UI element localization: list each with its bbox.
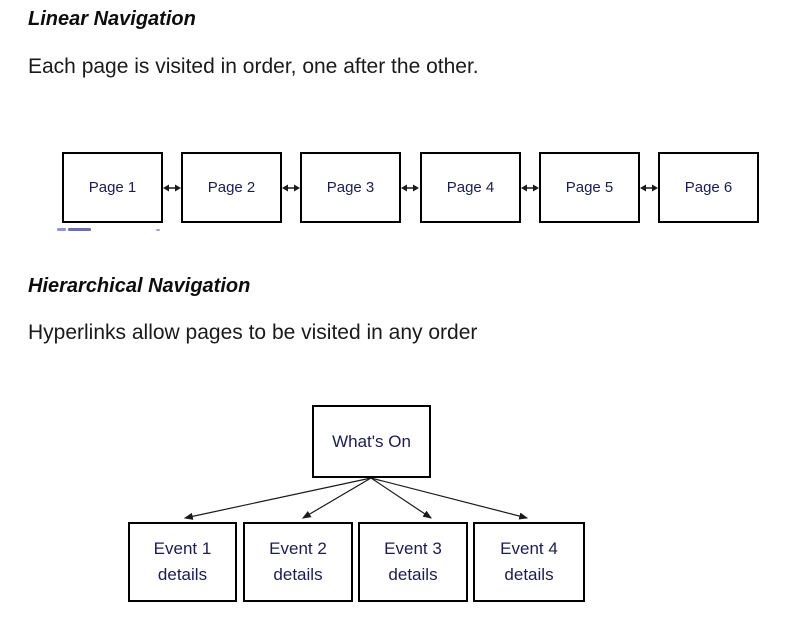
page-box-6: Page 6: [658, 152, 759, 223]
double-arrow-icon: [401, 182, 419, 194]
event-label-line2: details: [388, 565, 438, 584]
event-label-line2: details: [504, 565, 554, 584]
event-label-line1: Event 1: [153, 539, 212, 558]
hierarchical-navigation-heading: Hierarchical Navigation: [28, 275, 251, 297]
page-box-label: Page 1: [88, 179, 137, 196]
page-box-label: Page 6: [684, 179, 733, 196]
page-box-2: Page 2: [181, 152, 282, 223]
event-label-line2: details: [157, 565, 208, 584]
double-arrow-icon: [521, 182, 539, 194]
page-box-label: Page 2: [207, 179, 256, 196]
linear-navigation-heading: Linear Navigation: [28, 8, 196, 30]
event-box-2: Event 2 details: [243, 522, 353, 602]
page-box-5: Page 5: [539, 152, 640, 223]
page-box-label: Page 5: [565, 179, 614, 196]
event-box-1: Event 1 details: [128, 522, 237, 602]
hierarchical-navigation-description: Hyperlinks allow pages to be visited in …: [28, 321, 478, 344]
event-box-3: Event 3 details: [358, 522, 468, 602]
page-box-4: Page 4: [420, 152, 521, 223]
clipped-text-artifact: [156, 229, 160, 231]
clipped-text-artifact: [68, 228, 91, 231]
root-page-box-whats-on: What's On: [312, 405, 431, 478]
event-label-line2: details: [273, 565, 323, 584]
page-box-1: Page 1: [62, 152, 163, 223]
double-arrow-icon: [163, 182, 181, 194]
event-label-line1: Event 4: [500, 539, 558, 558]
double-arrow-icon: [640, 182, 658, 194]
page-box-label: Page 3: [326, 179, 375, 196]
linear-navigation-description: Each page is visited in order, one after…: [28, 55, 479, 78]
double-arrow-icon: [282, 182, 300, 194]
event-box-4: Event 4 details: [473, 522, 585, 602]
event-label-line1: Event 2: [269, 539, 327, 558]
event-label-line1: Event 3: [384, 539, 442, 558]
clipped-text-artifact: [57, 228, 66, 231]
page-box-3: Page 3: [300, 152, 401, 223]
page-box-label: Page 4: [446, 179, 495, 196]
root-page-label: What's On: [332, 431, 411, 451]
